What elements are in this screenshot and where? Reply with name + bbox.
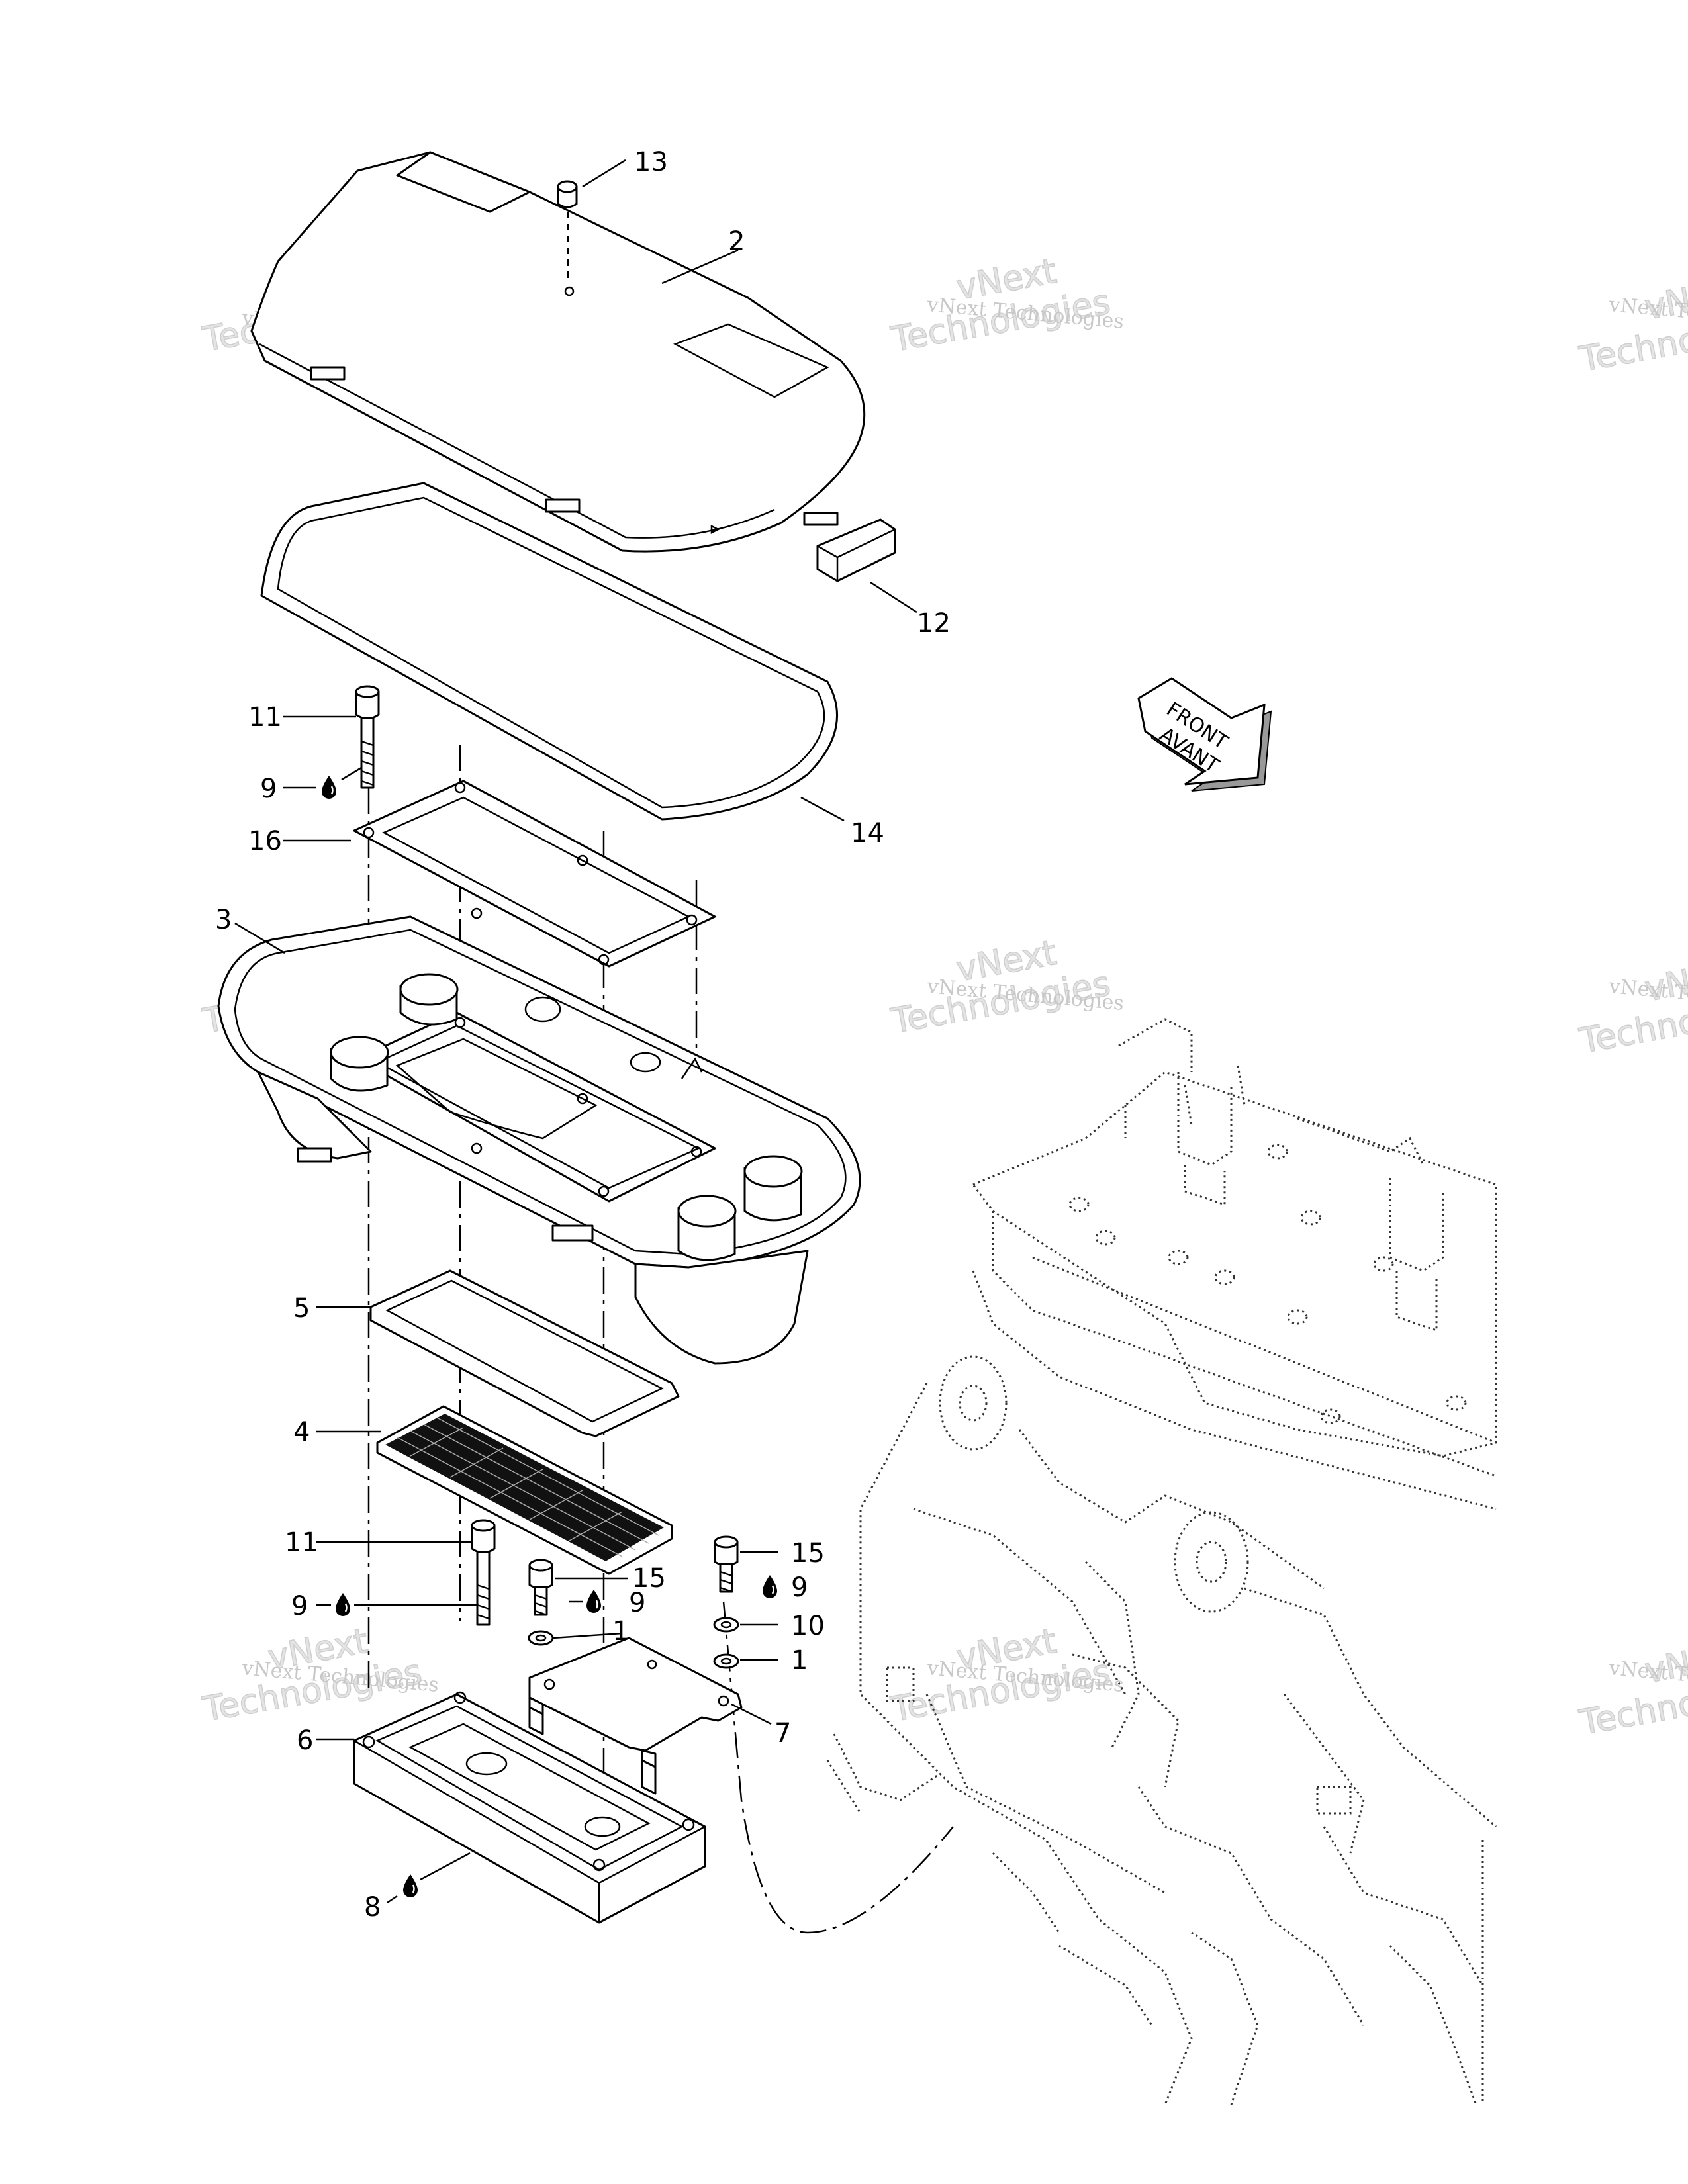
callout-11-top: 11: [248, 702, 282, 733]
oil-drop-icon: [403, 1874, 418, 1897]
oil-drop-icon: [586, 1590, 601, 1613]
callout-15-mid: 15: [632, 1563, 666, 1594]
oil-drop-icon: [336, 1593, 350, 1616]
screw-top: [355, 685, 380, 789]
silencer-cover: [250, 151, 866, 553]
callout-1-right: 1: [791, 1645, 808, 1676]
callout-2: 2: [728, 226, 745, 257]
screw-mid: [528, 1559, 553, 1616]
callout-13: 13: [634, 147, 668, 177]
callout-6: 6: [297, 1725, 313, 1756]
callout-labels: 13 2 12 14 11 9 16 3 5 4 11 9 15 9 1 15 …: [215, 147, 951, 1923]
callout-3: 3: [215, 905, 232, 935]
washers: [528, 1617, 739, 1669]
rubber-plug: [557, 180, 578, 278]
callout-9-top: 9: [260, 774, 277, 804]
oil-drop-icon: [763, 1575, 777, 1598]
callout-12: 12: [917, 608, 951, 639]
cover-tab: [545, 498, 581, 513]
callout-1-mid: 1: [612, 1616, 629, 1647]
small-gasket: [353, 780, 716, 968]
filter-gasket: [369, 1269, 680, 1437]
screw-bottom-left: [471, 1519, 496, 1626]
leader-lines: [234, 159, 917, 1904]
callout-4: 4: [293, 1417, 310, 1447]
callout-5: 5: [293, 1293, 310, 1324]
callout-7: 7: [774, 1718, 791, 1749]
body-tab: [297, 1147, 332, 1163]
callout-9-right: 9: [791, 1572, 808, 1603]
callout-14: 14: [851, 818, 884, 848]
screw-right: [714, 1535, 739, 1593]
callout-9-mid: 9: [629, 1588, 645, 1618]
bottom-tray: [353, 1691, 706, 1924]
cover-tab: [310, 366, 346, 381]
callout-11-bottom: 11: [285, 1527, 318, 1558]
filter-screen: [376, 1405, 673, 1575]
large-gasket: [260, 482, 838, 821]
silencer-body: [217, 915, 861, 1365]
callout-9-left: 9: [291, 1591, 308, 1621]
callout-16: 16: [248, 826, 282, 856]
callout-8: 8: [364, 1892, 381, 1923]
cover-tab: [803, 512, 839, 526]
oil-drop-icon: [322, 776, 336, 799]
callout-10: 10: [791, 1611, 825, 1641]
clip: [816, 518, 896, 582]
engine-outline: [826, 1018, 1497, 2105]
front-direction-arrow: FRONT AVANT: [1137, 677, 1272, 792]
callout-15-right: 15: [791, 1538, 825, 1569]
body-tab: [551, 1224, 594, 1242]
